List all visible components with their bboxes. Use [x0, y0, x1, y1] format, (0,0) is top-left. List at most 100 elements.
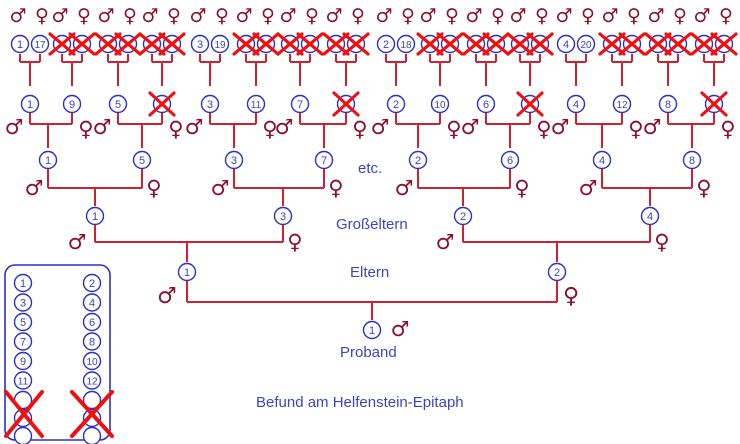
- legend-empty-node-circle: [13, 426, 33, 444]
- parent-node-2-circle: [547, 262, 567, 282]
- great-grandparent-node-8-circle: [682, 150, 702, 170]
- male-symbol: ♂: [51, 5, 68, 27]
- gen5-cross: [598, 32, 626, 56]
- legend-right-node-4-label: 8: [89, 337, 95, 349]
- male-symbol: ♂: [275, 115, 294, 139]
- parent-node-2-label: 2: [554, 267, 560, 279]
- parent-node-1-circle: [177, 262, 197, 282]
- male-symbol: ♂: [375, 5, 392, 27]
- male-symbol: ♂: [279, 5, 296, 27]
- legend-right-node-6-circle: [82, 371, 102, 390]
- grandparent-node-3-label: 2: [460, 211, 466, 223]
- gen5-cross: [618, 32, 646, 56]
- legend-cross: [70, 390, 114, 438]
- legend-right-node-1-circle: [82, 273, 102, 293]
- gen4-node-13-label: 4: [573, 99, 579, 111]
- proband-label: Proband: [340, 344, 397, 361]
- legend-left-node-5-label: 9: [20, 356, 26, 368]
- grandparent-node-1-label: 1: [92, 211, 98, 223]
- gen5-node-18-label: 18: [400, 40, 412, 51]
- gen5-cross: [644, 32, 672, 56]
- gen4-node-5-label: 3: [207, 99, 213, 111]
- female-symbol: ♀: [78, 117, 93, 141]
- gen5-node-1-circle: [10, 34, 30, 54]
- male-symbol: ♂: [693, 5, 710, 27]
- male-symbol: ♂: [643, 115, 662, 139]
- gen4-node-2-circle: [62, 94, 82, 114]
- female-symbol: ♀: [628, 117, 643, 141]
- female-symbol: ♀: [305, 5, 319, 27]
- female-symbol: ♀: [401, 5, 415, 27]
- female-symbol: ♀: [673, 5, 687, 27]
- gen5-cross: [276, 32, 304, 56]
- male-symbol: ♂: [211, 176, 230, 200]
- great-grandparent-node-3-label: 3: [231, 155, 237, 167]
- male-symbol: ♂: [325, 5, 342, 27]
- legend-left-node-5-circle: [13, 351, 33, 371]
- legend-empty-node-circle: [82, 408, 102, 428]
- gen5-cross: [482, 32, 510, 56]
- male-symbol: ♂: [509, 5, 526, 27]
- gen4-cross: [700, 91, 728, 117]
- female-symbol: ♀: [536, 117, 551, 141]
- grandparent-node-4-label: 4: [647, 211, 653, 223]
- gen5-cross: [690, 32, 718, 56]
- male-symbol: ♂: [189, 5, 206, 27]
- proband-node-label: 1: [369, 325, 375, 337]
- great-grandparent-node-7-label: 4: [599, 155, 605, 167]
- male-symbol: ♂: [579, 176, 598, 200]
- gen5-cross: [462, 32, 490, 56]
- great-grandparent-node-2-circle: [132, 150, 152, 170]
- female-symbol: ♀: [146, 176, 161, 200]
- proband-node-circle: [362, 320, 382, 340]
- gen5-cross: [252, 32, 280, 56]
- male-symbol: ♂: [157, 284, 177, 309]
- male-symbol: ♂: [555, 5, 572, 27]
- legend-left-node-4-label: 7: [20, 337, 26, 349]
- gen5-cross: [158, 32, 186, 56]
- gen5-node-9-label: 3: [197, 39, 203, 51]
- gen4-node-2-label: 9: [69, 99, 75, 111]
- great-grandparent-node-5-label: 2: [415, 155, 421, 167]
- male-symbol: ♂: [235, 5, 252, 27]
- legend-left-node-2-label: 3: [20, 298, 26, 310]
- gen4-node-3-label: 5: [115, 99, 121, 111]
- legend-left-node-2-circle: [13, 293, 33, 312]
- male-symbol: ♂: [371, 115, 390, 139]
- male-symbol: ♂: [9, 5, 26, 27]
- gen5-cross: [506, 32, 534, 56]
- gen4-node-1-circle: [20, 94, 40, 114]
- grandparent-node-4-circle: [640, 206, 660, 226]
- gen5-cross: [664, 32, 692, 56]
- female-symbol: ♀: [581, 5, 595, 27]
- parent-node-1-label: 1: [184, 267, 190, 279]
- legend-cross: [4, 390, 44, 438]
- gen5-cross: [68, 32, 96, 56]
- gen5-node-10-circle: [210, 34, 230, 54]
- legend-left-node-6-circle: [13, 371, 33, 390]
- grandparents-label: Großeltern: [336, 216, 408, 233]
- male-symbol: ♂: [461, 115, 480, 139]
- female-symbol: ♀: [261, 5, 275, 27]
- legend-right-node-4-circle: [82, 332, 102, 351]
- grandparent-node-1-circle: [85, 206, 105, 226]
- legend-left-node-4-circle: [13, 332, 33, 351]
- gen5-cross: [526, 32, 554, 56]
- gen5-node-26-circle: [576, 34, 596, 54]
- legend-right-node-3-circle: [82, 312, 102, 332]
- male-symbol: ♂: [601, 5, 618, 27]
- female-symbol: ♀: [696, 176, 711, 200]
- legend-right-node-6-label: 12: [86, 377, 98, 388]
- gen4-node-11-circle: [476, 94, 496, 114]
- gen4-node-11-label: 6: [483, 99, 489, 111]
- gen4-node-9-label: 2: [393, 99, 399, 111]
- male-symbol: ♂: [465, 5, 482, 27]
- gen5-cross: [232, 32, 260, 56]
- male-symbol: ♂: [97, 5, 114, 27]
- legend-right-node-2-label: 4: [89, 298, 95, 310]
- legend-left-node-3-label: 5: [20, 317, 26, 329]
- female-symbol: ♀: [351, 5, 365, 27]
- gen5-node-17-circle: [376, 34, 396, 54]
- gen5-cross: [322, 32, 350, 56]
- female-symbol: ♀: [123, 5, 137, 27]
